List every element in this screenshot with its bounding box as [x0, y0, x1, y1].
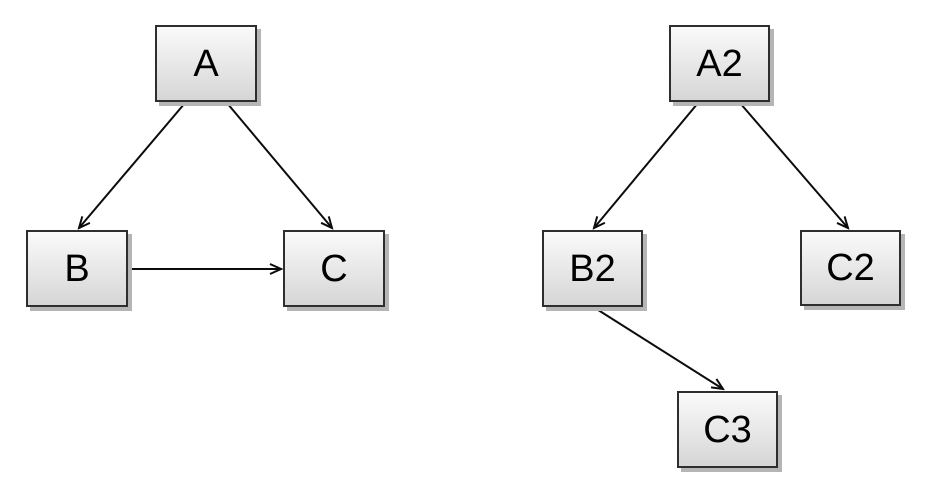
node-label: A [193, 42, 219, 85]
edge-A2-B2[interactable] [594, 102, 699, 228]
edge-B2-C3[interactable] [594, 307, 723, 389]
node-A2[interactable]: A2 [669, 25, 770, 102]
node-label: C2 [826, 247, 875, 289]
node-C3[interactable]: C3 [677, 391, 778, 468]
edge-group [79, 102, 848, 389]
node-label: B [64, 247, 90, 290]
edge-A-C[interactable] [226, 102, 332, 228]
node-C[interactable]: C [283, 230, 385, 307]
node-label: A2 [696, 42, 743, 85]
node-label: C [320, 247, 348, 290]
node-A[interactable]: A [155, 25, 257, 102]
node-B2[interactable]: B2 [542, 230, 643, 307]
edge-A-B[interactable] [79, 102, 186, 228]
edge-A2-C2[interactable] [739, 102, 848, 228]
node-label: B2 [569, 247, 616, 290]
node-C2[interactable]: C2 [800, 230, 901, 306]
node-label: C3 [703, 408, 752, 451]
node-B[interactable]: B [26, 230, 128, 307]
